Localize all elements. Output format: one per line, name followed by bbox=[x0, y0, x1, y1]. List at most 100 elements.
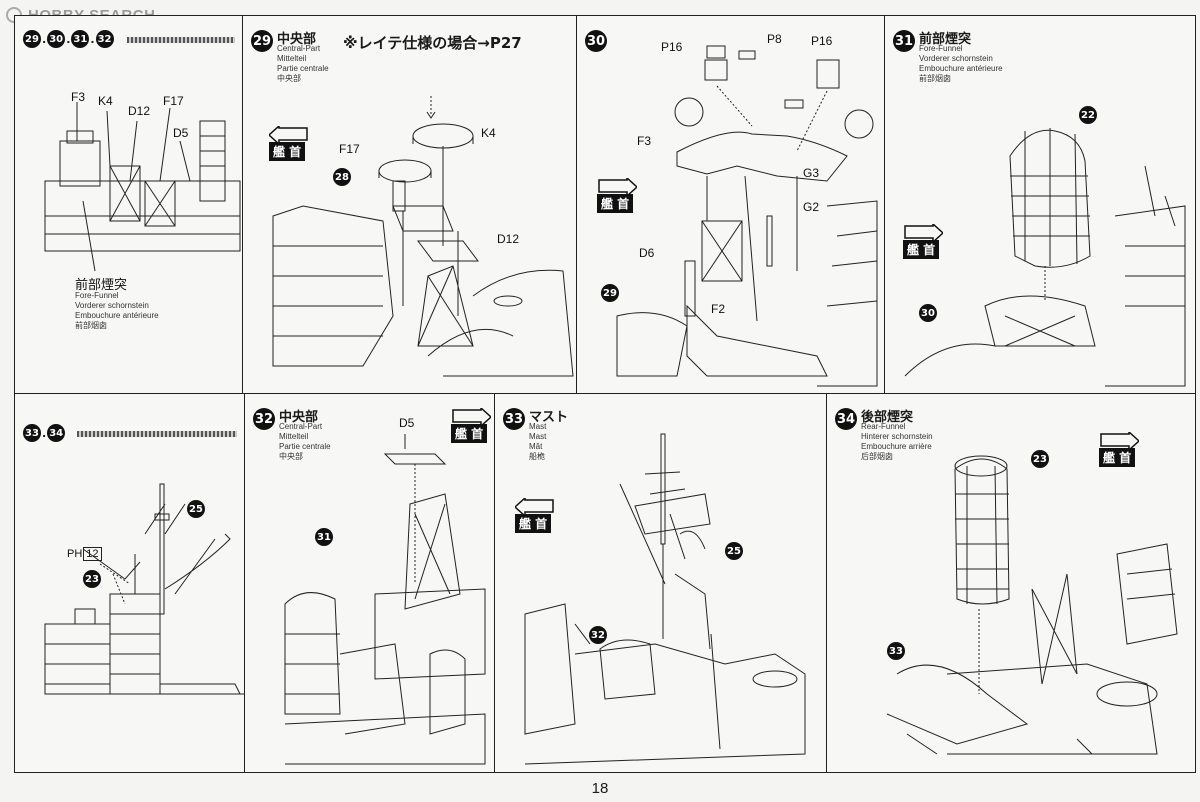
bow-arrow-icon bbox=[269, 126, 308, 144]
bow-direction-indicator: 艦 首 bbox=[1099, 432, 1139, 467]
step-number: 33 bbox=[503, 408, 525, 430]
step-title-fr: Mât bbox=[529, 442, 543, 451]
bow-label: 艦 首 bbox=[1099, 448, 1136, 467]
step-title-cn: 中央部 bbox=[279, 452, 303, 461]
bow-label: 艦 首 bbox=[597, 194, 634, 213]
range-divider bbox=[77, 431, 237, 437]
part-label-d5: D5 bbox=[173, 126, 189, 140]
overview-ship-drawing bbox=[44, 102, 241, 272]
overview-mast-drawing bbox=[44, 483, 245, 695]
part-label-p8: P8 bbox=[767, 32, 782, 46]
panel-step-29: 29 中央部 Central-Part Mittelteil Partie ce… bbox=[242, 15, 578, 395]
part-ref-badge: 23 bbox=[1031, 450, 1049, 468]
step-31-drawing bbox=[904, 128, 1186, 387]
photo-etch-number: 12 bbox=[83, 547, 102, 561]
part-label-k4: K4 bbox=[481, 126, 496, 140]
step-number: 34 bbox=[835, 408, 857, 430]
step-title-en: Fore-Funnel bbox=[919, 44, 963, 53]
step-title-jp: 中央部 bbox=[277, 32, 317, 47]
bow-label: 艦 首 bbox=[515, 514, 552, 533]
step-title-fr: Partie centrale bbox=[279, 442, 331, 451]
part-ref-badge: 22 bbox=[1079, 106, 1097, 124]
part-label-d12: D12 bbox=[497, 232, 520, 246]
bow-direction-indicator: 艦 首 bbox=[597, 178, 637, 213]
step-title-cn: 前部烟囱 bbox=[919, 74, 951, 83]
step-ref-badge: 31 bbox=[315, 528, 333, 546]
step-title-cn: 后部烟囱 bbox=[861, 452, 893, 461]
step-title-de: Mittelteil bbox=[277, 54, 307, 63]
step-title-en: Central-Part bbox=[277, 44, 321, 53]
step-number: 32 bbox=[253, 408, 275, 430]
step-30-drawing bbox=[616, 45, 878, 387]
bow-label: 艦 首 bbox=[903, 240, 940, 259]
part-label-d5: D5 bbox=[399, 416, 415, 430]
step-ref-badge: 33 bbox=[887, 642, 905, 660]
step-badge: 32 bbox=[95, 30, 114, 48]
step-title-cn: 中央部 bbox=[277, 74, 301, 83]
step-title-de: Mast bbox=[529, 432, 547, 441]
step-title-fr: Partie centrale bbox=[277, 64, 329, 73]
leyte-variant-note: ※レイテ仕様の場合→P27 bbox=[343, 34, 522, 52]
step-title-en: Mast bbox=[529, 422, 547, 431]
part-label-g2: G2 bbox=[803, 200, 820, 214]
page-number: 18 bbox=[591, 780, 609, 797]
step-title-de: Hinterer schornstein bbox=[861, 432, 933, 441]
step-number: 29 bbox=[251, 30, 273, 52]
panel-step-34: 34 後部煙突 Rear-Funnel Hinterer schornstein… bbox=[826, 393, 1196, 773]
caption-de: Vorderer schornstein bbox=[75, 301, 149, 310]
bow-arrow-icon bbox=[598, 178, 637, 196]
step-range-33-34: 33. 34 bbox=[23, 424, 66, 442]
panel-overview-29-32: 29. 30. 31. 32 F3 K4 D12 F17 D5 bbox=[14, 15, 244, 395]
photo-etch-prefix: PH bbox=[67, 548, 83, 560]
bow-direction-indicator: 艦 首 bbox=[903, 224, 943, 259]
step-title-en: Central-Part bbox=[279, 422, 323, 431]
part-label-k4: K4 bbox=[98, 94, 113, 108]
caption-fr: Embouchure antérieure bbox=[75, 311, 159, 320]
part-label-p16-left: P16 bbox=[661, 40, 683, 54]
step-ref-badge: 29 bbox=[601, 284, 619, 302]
caption-jp: 前部煙突 bbox=[75, 277, 128, 292]
step-ref-badge: 32 bbox=[589, 626, 607, 644]
bow-arrow-icon bbox=[1100, 432, 1139, 450]
panel-step-30: 30 P16 P8 P16 F3 G3 G2 D6 F2 艦 首 29 bbox=[576, 15, 886, 395]
instruction-page: 29. 30. 31. 32 F3 K4 D12 F17 D5 bbox=[14, 15, 1196, 773]
part-label-f2: F2 bbox=[711, 302, 726, 316]
part-label-f3: F3 bbox=[637, 134, 652, 148]
step-title-fr: Embouchure arrière bbox=[861, 442, 932, 451]
panel-step-32: 32 中央部 Central-Part Mittelteil Partie ce… bbox=[244, 393, 496, 773]
bow-direction-indicator: 艦 首 bbox=[269, 126, 309, 161]
bow-arrow-icon bbox=[452, 408, 491, 426]
bow-direction-indicator: 艦 首 bbox=[451, 408, 491, 443]
step-29-drawing bbox=[272, 96, 574, 377]
step-number: 31 bbox=[893, 30, 915, 52]
part-label-f17: F17 bbox=[163, 94, 184, 108]
step-badge: 31 bbox=[71, 30, 90, 48]
step-title-cn: 船桅 bbox=[529, 452, 545, 461]
step-title-de: Vorderer schornstein bbox=[919, 54, 993, 63]
part-label-g3: G3 bbox=[803, 166, 820, 180]
caption-cn: 前部烟囱 bbox=[75, 321, 107, 330]
step-badge: 29 bbox=[23, 30, 41, 48]
bow-arrow-icon bbox=[904, 224, 943, 242]
bow-label: 艦 首 bbox=[269, 142, 306, 161]
range-divider bbox=[127, 37, 235, 43]
step-range-29-32: 29. 30. 31. 32 bbox=[23, 30, 114, 48]
step-33-drawing bbox=[524, 433, 806, 765]
step-badge: 34 bbox=[47, 424, 66, 442]
panel-step-33: 33 マスト Mast Mast Mât 船桅 艦 首 25 32 bbox=[494, 393, 828, 773]
step-number: 30 bbox=[585, 30, 607, 52]
part-ref-badge: 25 bbox=[187, 500, 205, 518]
step-badge: 30 bbox=[47, 30, 66, 48]
part-label-f17: F17 bbox=[339, 142, 360, 156]
step-title-jp: 前部煙突 bbox=[919, 32, 972, 47]
part-label-f3: F3 bbox=[71, 90, 86, 104]
step-badge: 33 bbox=[23, 424, 41, 442]
bow-label: 艦 首 bbox=[451, 424, 488, 443]
step-title-en: Rear-Funnel bbox=[861, 422, 906, 431]
step-title-de: Mittelteil bbox=[279, 432, 309, 441]
part-label-p16-right: P16 bbox=[811, 34, 833, 48]
step-ref-badge: 30 bbox=[919, 304, 937, 322]
bow-direction-indicator: 艦 首 bbox=[515, 498, 555, 533]
part-label-d12: D12 bbox=[128, 104, 151, 118]
